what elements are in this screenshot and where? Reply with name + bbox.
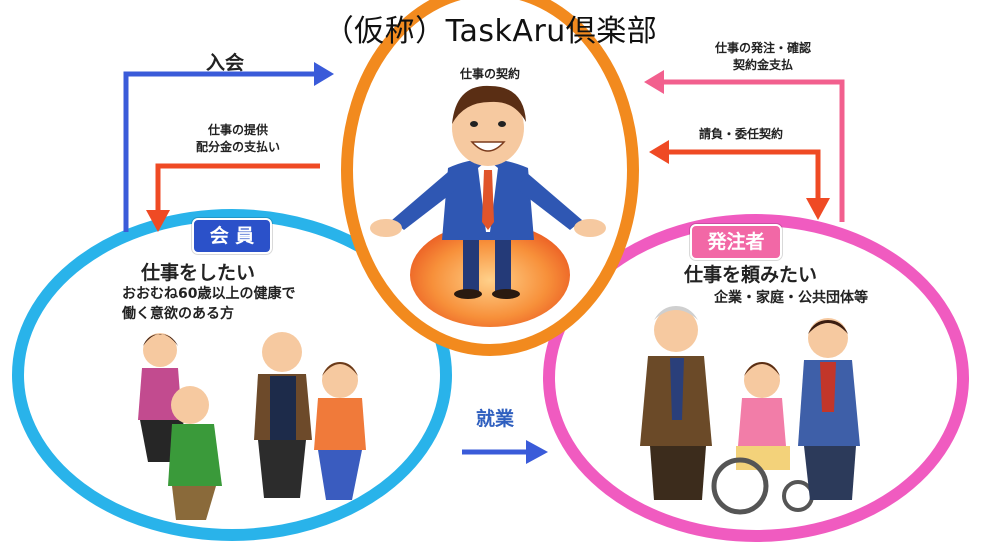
client-heading: 仕事を頼みたい	[684, 264, 818, 286]
member-people-illustration	[138, 332, 366, 520]
businessman-illustration	[370, 85, 606, 299]
page-title: （仮称）TaskAru倶楽部	[323, 14, 658, 49]
contract-label: 請負・委任契約	[698, 127, 783, 141]
order-arrow	[660, 79, 845, 222]
spotlight	[410, 223, 570, 327]
provide-label-line2: 配分金の支払い	[195, 140, 280, 154]
contract-arrow-head-down	[806, 198, 830, 220]
center-label: 仕事の契約	[459, 67, 520, 81]
order-label-line1: 仕事の発注・確認	[714, 41, 811, 55]
join-arrow	[123, 71, 318, 232]
join-label: 入会	[206, 52, 245, 74]
member-desc-line1: おおむね60歳以上の健康で	[122, 286, 296, 302]
order-arrow-head	[644, 70, 664, 94]
order-label-line2: 契約金支払	[732, 58, 793, 72]
employment-arrow-head	[526, 440, 548, 464]
provide-arrow-head	[146, 210, 170, 232]
member-desc-line2: 働く意欲のある方	[122, 306, 234, 322]
client-people-illustration	[640, 306, 860, 515]
client-badge: 発注者	[690, 224, 782, 260]
provide-arrow	[155, 163, 320, 214]
employment-label: 就業	[476, 408, 515, 430]
join-arrow-head	[314, 62, 334, 86]
member-badge: 会 員	[192, 218, 272, 254]
contract-arrow	[665, 149, 821, 202]
member-heading: 仕事をしたい	[141, 262, 256, 284]
contract-arrow-head-left	[649, 140, 669, 164]
provide-label-line1: 仕事の提供	[207, 123, 268, 137]
client-desc: 企業・家庭・公共団体等	[714, 290, 868, 306]
